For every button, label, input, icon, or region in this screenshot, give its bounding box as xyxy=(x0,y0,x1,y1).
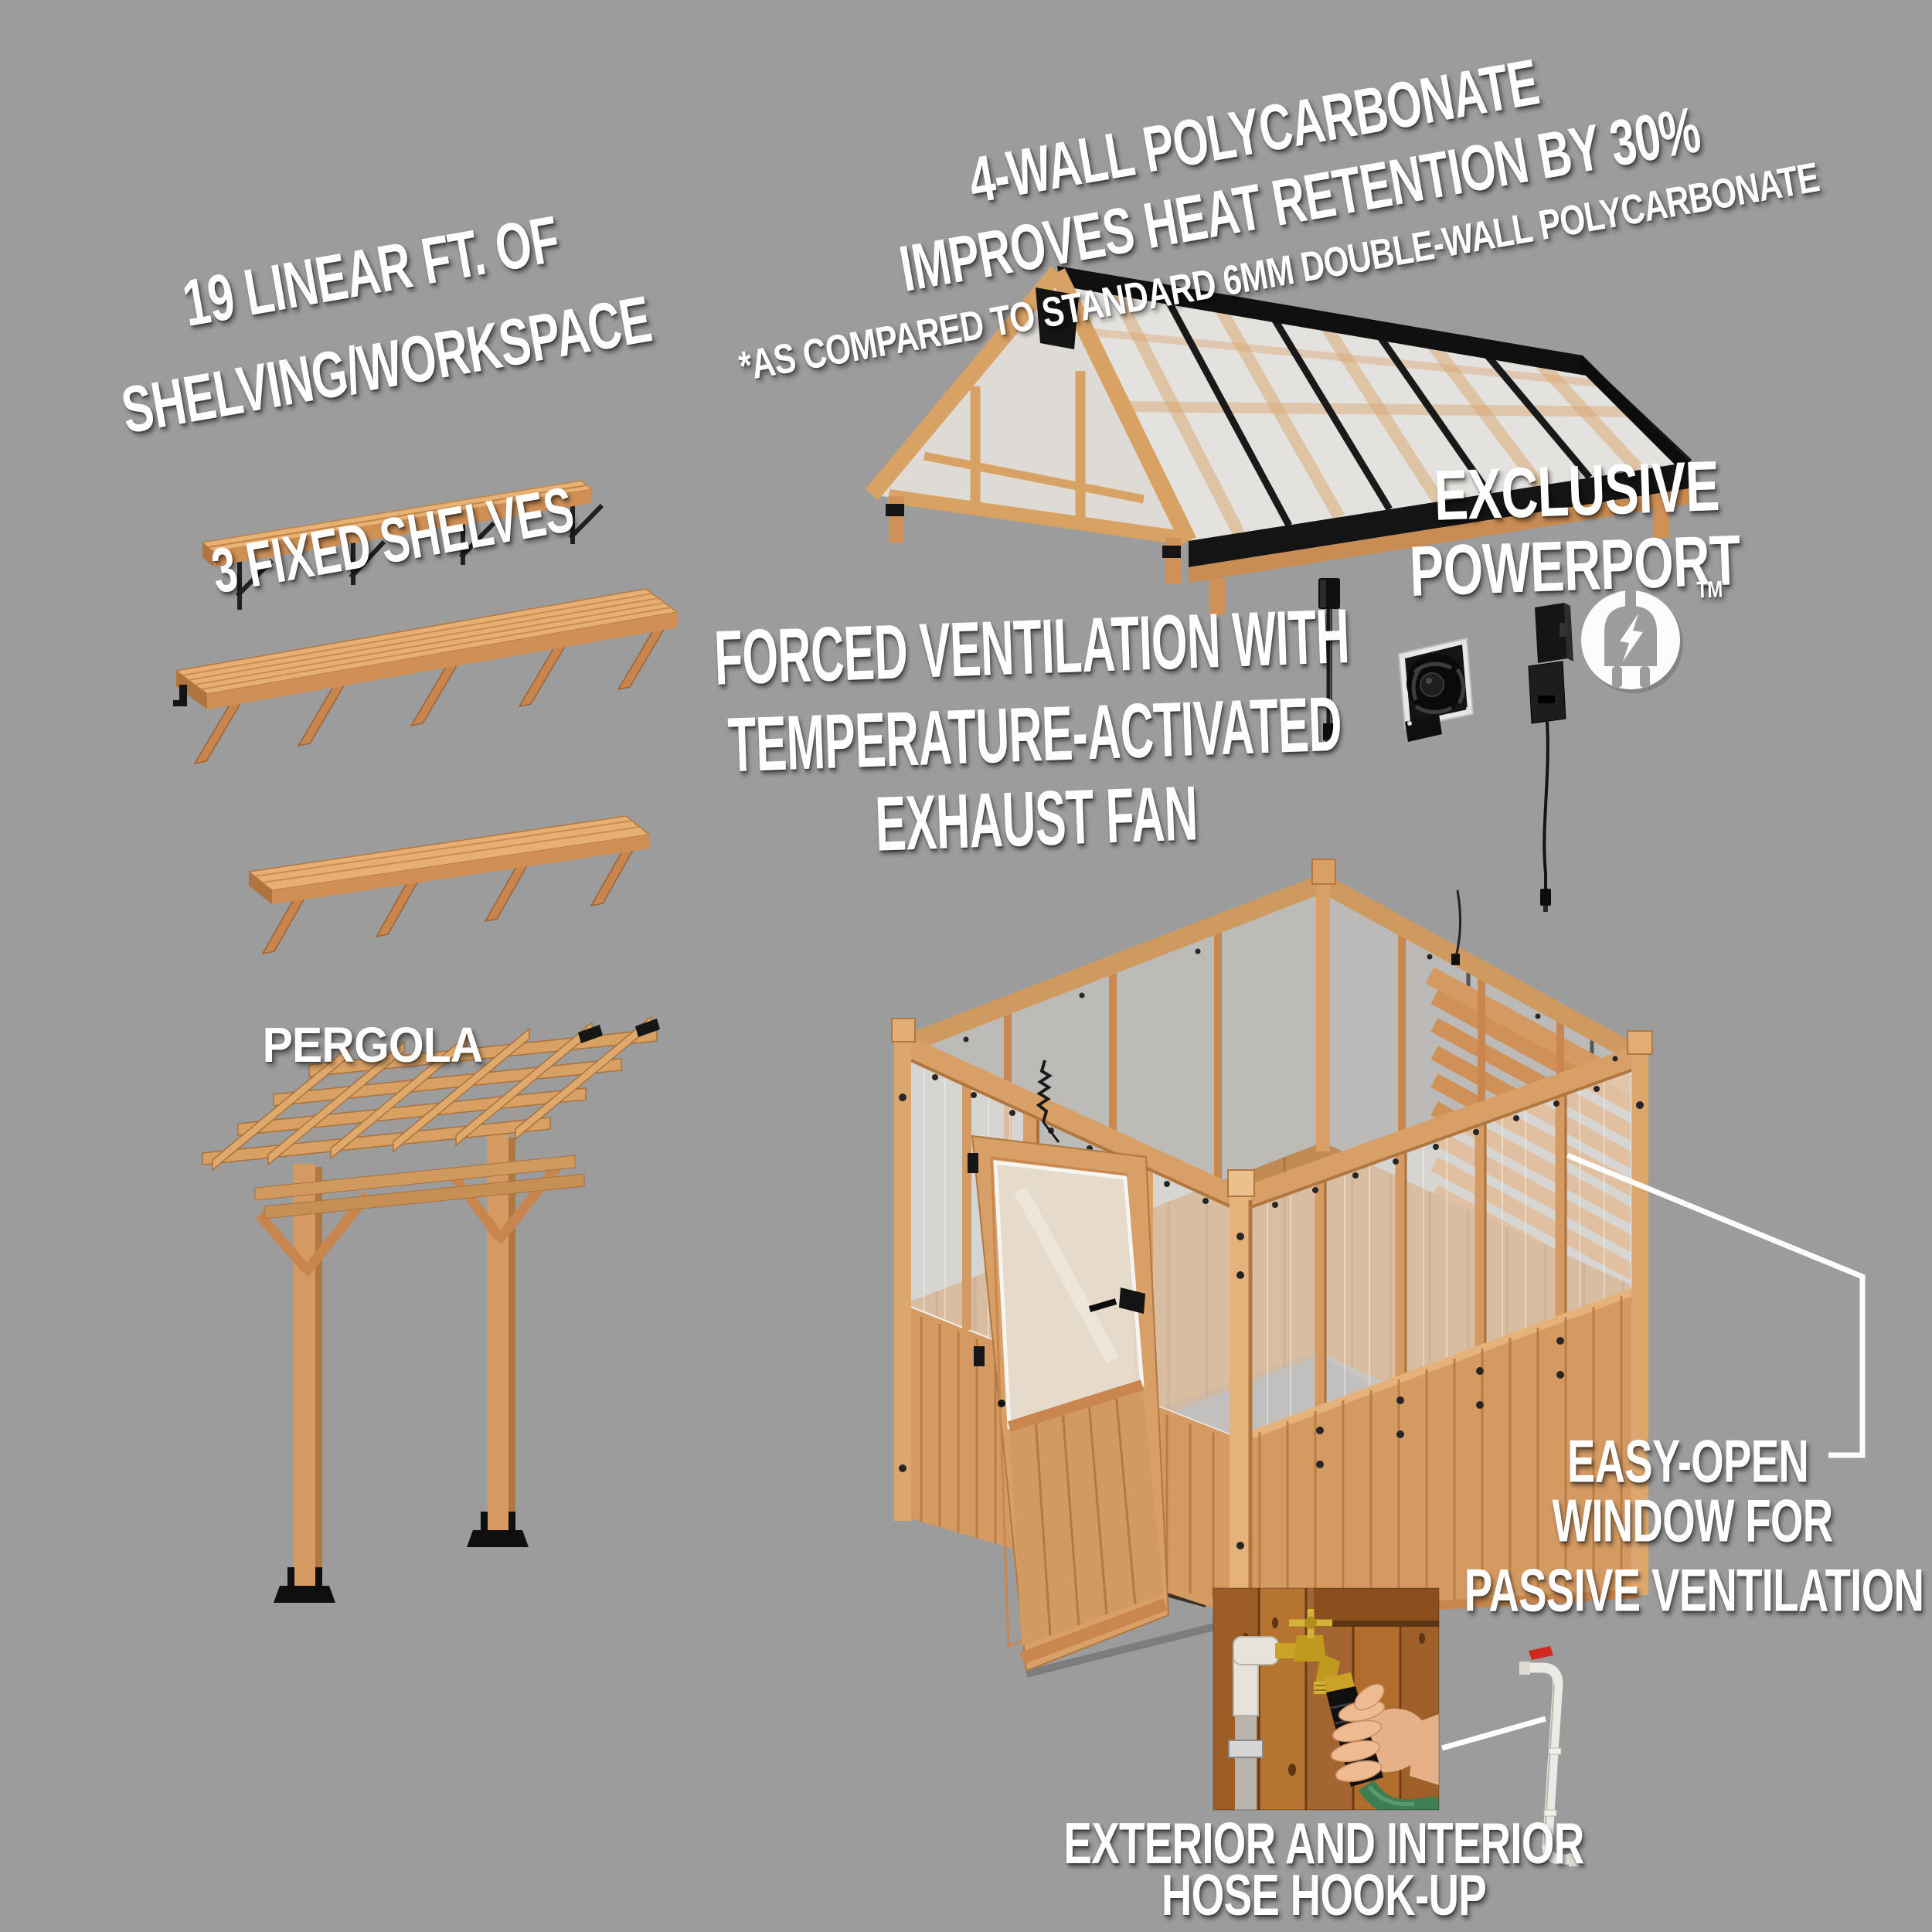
temperature-sensor-render xyxy=(1318,578,1340,745)
label-powerport-tm: TM xyxy=(1696,577,1723,604)
greenhouse-door xyxy=(968,1060,1238,1678)
greenhouse-render xyxy=(891,859,1653,1678)
pergola-render xyxy=(202,1015,660,1603)
water-pipe-render xyxy=(1441,1646,1580,1866)
label-pergola: PERGOLA xyxy=(262,1017,484,1073)
fixed-shelf-render-1 xyxy=(173,588,679,765)
hose-callout-line xyxy=(1441,1716,1546,1751)
roof-render xyxy=(865,266,1692,615)
label-ventilation-line3: EXHAUST FAN xyxy=(873,770,1199,868)
wall-shelf-render xyxy=(201,480,604,610)
fixed-shelf-render-2 xyxy=(247,815,651,955)
label-hose-line1: EXTERIOR AND INTERIOR xyxy=(1063,1811,1584,1876)
powerport-device-render xyxy=(1528,603,1573,912)
powerport-icon xyxy=(1581,589,1683,693)
exhaust-fan-render xyxy=(1397,637,1475,742)
lightning-bolt-icon xyxy=(1620,614,1643,662)
label-window-line2: WINDOW FOR xyxy=(1552,1486,1834,1555)
hose-photo xyxy=(1213,1587,1440,1811)
label-window-line1: EASY-OPEN xyxy=(1566,1427,1809,1495)
label-window-line3: PASSIVE VENTILATION xyxy=(1464,1556,1924,1624)
window-callout-line xyxy=(1566,1152,1866,1458)
label-powerport-line2: POWERPORT xyxy=(1408,521,1742,611)
label-hose-line2: HOSE HOOK-UP xyxy=(1161,1862,1487,1927)
